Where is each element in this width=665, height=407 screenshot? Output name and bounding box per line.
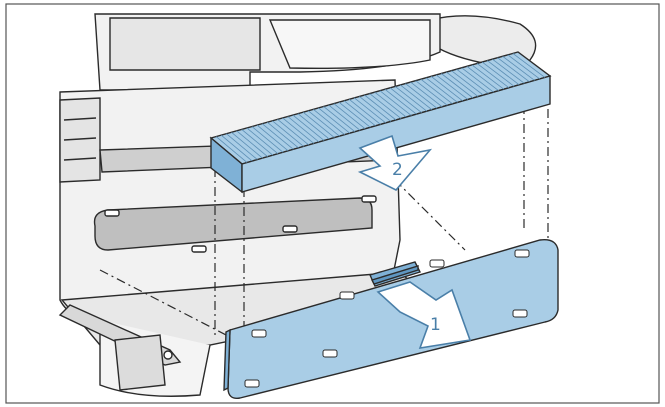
- filter-pleat-line: [328, 104, 361, 131]
- filter-pleat-line: [471, 64, 505, 90]
- filter-pleat-line: [297, 113, 330, 140]
- filter-pleat-line: [384, 88, 417, 115]
- filter-pleat-line: [415, 80, 448, 106]
- filter-pleat-line: [492, 58, 525, 84]
- filter-pleat-line: [313, 109, 345, 135]
- filter-pleat-line: [251, 126, 284, 153]
- step-1-label: 1: [430, 315, 441, 335]
- guide-lines: [99, 90, 549, 368]
- filter-pleat-line: [420, 78, 453, 105]
- filter-pleat-line: [502, 55, 535, 81]
- filter-pleat-line: [481, 61, 515, 87]
- filter-pleat-line: [425, 77, 458, 103]
- filter-pleat-line: [441, 73, 474, 99]
- filter-pleat-line: [466, 66, 499, 91]
- filter-pleat-line: [343, 100, 376, 127]
- filter-pleat-line: [389, 87, 422, 113]
- filter-pleat-line: [394, 86, 428, 112]
- filter-pleat-line: [277, 119, 309, 146]
- filter-pleat-line: [338, 101, 371, 128]
- filter-pleat-line: [364, 94, 397, 121]
- filter-pleat-line: [451, 70, 484, 96]
- filter-pleat-line: [405, 83, 438, 109]
- filter-pleat-line: [307, 110, 340, 137]
- step-2-label: 2: [392, 160, 403, 180]
- filter-pleat-line: [333, 103, 366, 130]
- filter-pleat-line: [497, 57, 530, 83]
- filter-pleat-line: [410, 81, 443, 108]
- filter-pleat-line: [374, 91, 407, 118]
- arrow-step-1: 1: [376, 281, 472, 350]
- filter-pleat-line: [446, 71, 479, 97]
- filter-pleat-line: [241, 129, 274, 156]
- filter-pleat-line: [272, 120, 304, 147]
- filter-pleats: [215, 53, 546, 163]
- filter-pleat-line: [348, 98, 381, 125]
- filter-pleat-line: [461, 67, 494, 93]
- filter-pleat-line: [369, 93, 402, 119]
- filter-pleat-line: [359, 96, 392, 122]
- filter-pleat-line: [226, 133, 258, 160]
- filter-pleat-line: [476, 63, 510, 89]
- filter-pleat-line: [236, 130, 268, 157]
- filter-pleat-line: [487, 60, 520, 86]
- filter-pleat-line: [430, 76, 463, 102]
- arrow-step-2: 2: [357, 134, 433, 191]
- filter-pleat-line: [246, 127, 279, 155]
- filter-pleat-line: [323, 106, 356, 133]
- filter-pleat-line: [302, 111, 335, 138]
- frame-border: [5, 3, 660, 404]
- filter-pleat-line: [435, 74, 469, 100]
- filter-pleat-line: [379, 90, 412, 116]
- filter-pleat-line: [400, 84, 433, 111]
- filter-pleat-line: [267, 121, 299, 149]
- filter-pleat-line: [456, 68, 489, 94]
- filter-pleat-line: [512, 53, 546, 78]
- filter-pleat-line: [282, 117, 315, 144]
- cover-plate: [223, 239, 559, 399]
- filter-pleat-line: [220, 134, 253, 162]
- filter-pleat-line: [292, 114, 325, 141]
- filter-pleat-line: [256, 124, 289, 152]
- filter-pleat-line: [318, 107, 351, 134]
- filter-pleat-line: [507, 54, 540, 80]
- filter-pleat-line: [231, 131, 263, 159]
- filter-pleat-line: [215, 136, 248, 163]
- filter-pleat-line: [261, 123, 294, 150]
- filter-pleat-line: [287, 116, 320, 143]
- filter-pleat-line: [354, 97, 386, 124]
